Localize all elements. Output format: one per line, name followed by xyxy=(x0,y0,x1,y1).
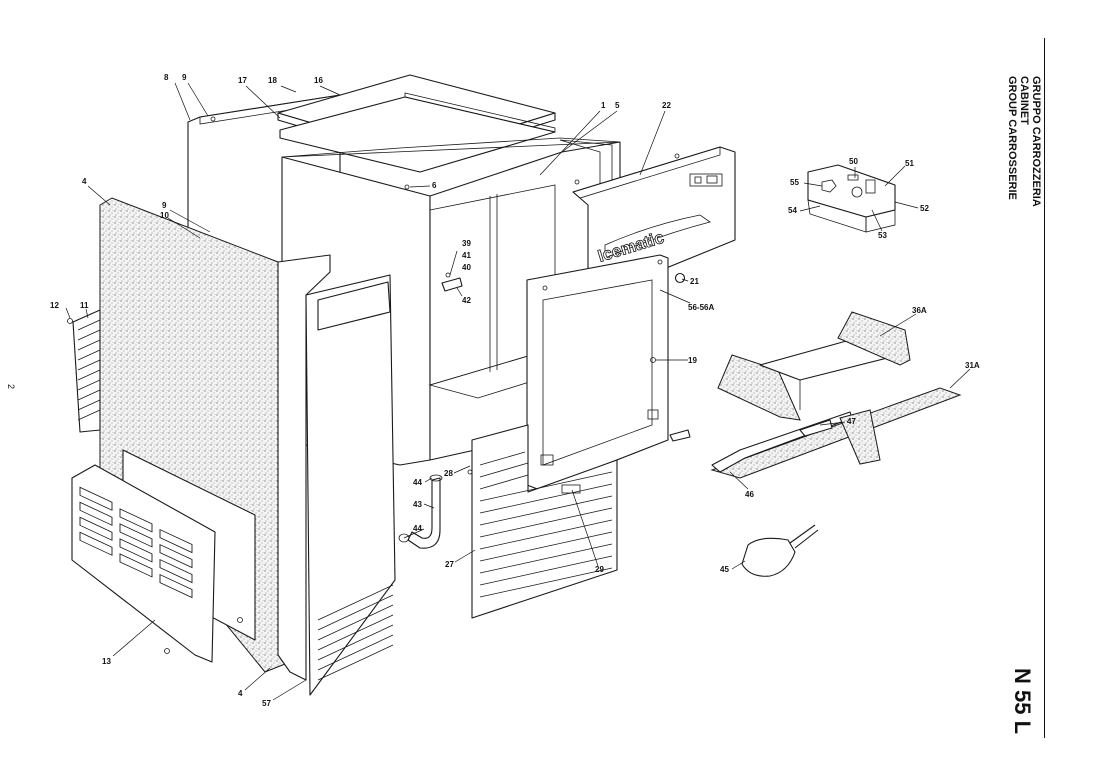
drain-hose-43 xyxy=(398,474,443,549)
title-line-french: GROUP CARROSSERIE xyxy=(1006,76,1018,200)
callout-40: 40 xyxy=(462,263,471,272)
callout-17: 17 xyxy=(238,76,247,85)
title-line-english: CABINET xyxy=(1018,76,1030,125)
callout-44b: 44 xyxy=(413,524,422,533)
side-grille-11 xyxy=(67,309,101,433)
callout-44: 44 xyxy=(413,478,422,487)
callout-45: 45 xyxy=(720,565,729,574)
callout-13: 13 xyxy=(102,657,111,666)
callout-9: 9 xyxy=(182,73,187,82)
front-corner-panel xyxy=(277,254,331,681)
callout-41: 41 xyxy=(462,251,471,260)
callout-50: 50 xyxy=(849,157,858,166)
hardware xyxy=(404,153,691,475)
base-frame-31A xyxy=(710,387,962,479)
callout-labels: 8 9 17 18 16 1 5 22 4 9 10 6 39 41 40 42… xyxy=(50,73,980,708)
side-grille-fins xyxy=(77,319,101,421)
callout-4b: 4 xyxy=(238,689,243,698)
callout-9b: 9 xyxy=(162,201,167,210)
page-number: 2 xyxy=(6,384,16,390)
callout-16: 16 xyxy=(314,76,323,85)
callout-1: 1 xyxy=(601,101,606,110)
callout-46: 46 xyxy=(745,490,754,499)
callout-42: 42 xyxy=(462,296,471,305)
callout-31A: 31A xyxy=(965,361,980,370)
callout-54: 54 xyxy=(788,206,797,215)
callout-39: 39 xyxy=(462,239,471,248)
control-box-detail xyxy=(807,164,896,233)
ice-scoop-45 xyxy=(741,524,819,577)
callout-53: 53 xyxy=(878,231,887,240)
callout-57: 57 xyxy=(262,699,271,708)
callout-36A: 36A xyxy=(912,306,927,315)
callout-47: 47 xyxy=(847,417,856,426)
callout-56-56A: 56-56A xyxy=(688,303,714,312)
callout-28: 28 xyxy=(444,469,453,478)
callout-55: 55 xyxy=(790,178,799,187)
front-grille-slots xyxy=(79,486,193,599)
front-panel-louvers xyxy=(317,584,394,681)
callout-43: 43 xyxy=(413,500,422,509)
callout-51: 51 xyxy=(905,159,914,168)
callout-29: 29 xyxy=(595,565,604,574)
callout-52: 52 xyxy=(920,204,929,213)
lower-door-louvers xyxy=(479,451,613,598)
callout-22: 22 xyxy=(662,101,671,110)
callout-21: 21 xyxy=(690,277,699,286)
lower-door-27 xyxy=(471,424,618,619)
front-frame-19 xyxy=(526,254,669,491)
bin-bracket-36A xyxy=(717,311,911,421)
callout-19: 19 xyxy=(688,356,697,365)
callout-18: 18 xyxy=(268,76,277,85)
model-label: N 55 L xyxy=(1010,668,1035,735)
callout-10: 10 xyxy=(160,211,169,220)
callout-4: 4 xyxy=(82,177,87,186)
front-grille-13 xyxy=(71,464,216,663)
front-panel xyxy=(305,274,396,696)
callout-5: 5 xyxy=(615,101,620,110)
callout-11: 11 xyxy=(80,301,89,310)
title-line-italian: GRUPPO CARROZZERIA xyxy=(1030,76,1042,207)
callout-27: 27 xyxy=(445,560,454,569)
callout-12: 12 xyxy=(50,301,59,310)
title-frame-line xyxy=(1044,38,1045,738)
leader-lines xyxy=(65,82,971,701)
callout-6: 6 xyxy=(432,181,437,190)
callout-8: 8 xyxy=(164,73,169,82)
